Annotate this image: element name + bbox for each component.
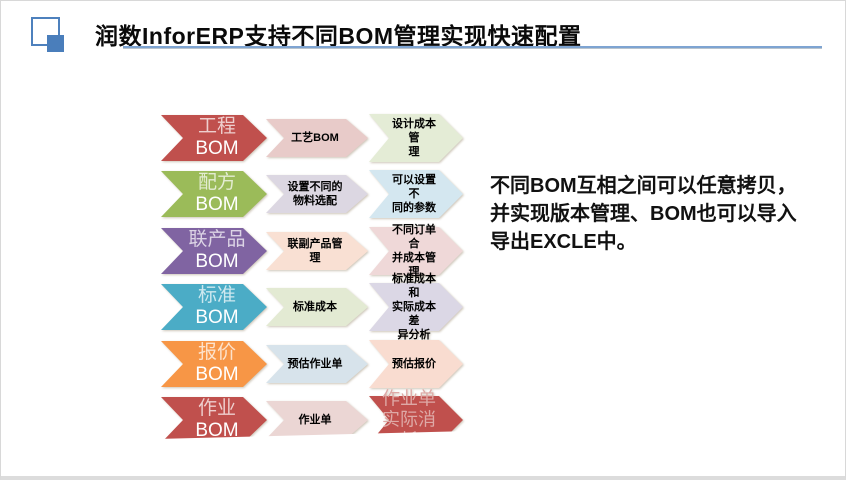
bom-row-job: 作业 BOM 作业单 作业单 实际消 耗 (156, 394, 471, 446)
step-label: 作业单 (298, 414, 332, 426)
note-text: 不同BOM互相之间可以任意拷贝， 并实现版本管理、BOM也可以导入 导出EXCL… (490, 175, 797, 253)
bom-type-label: 工程 (197, 116, 236, 137)
chevron-formula-bom: 配方 BOM (161, 171, 267, 217)
chevron-label: 报价 BOM (161, 341, 267, 387)
bom-row-standard: 标准 BOM 标准成本 标准成本和 实际成本差 异分析 (156, 281, 471, 333)
title-underline (123, 46, 822, 49)
bom-process-diagram: 工程 BOM 工艺BOM 设计成本管 理 配方 BOM (156, 109, 471, 439)
chevron-job-bom: 作业 BOM (161, 397, 267, 443)
chevron-joint-product-bom: 联产品 BOM (161, 228, 267, 274)
step-label: 设计成本管 理 (392, 118, 436, 158)
bom-type-label: 配方 (197, 172, 236, 193)
step-label: 标准成本和 实际成本差 异分析 (392, 273, 436, 341)
step-label: 作业单 实际消 耗 (382, 388, 436, 451)
chevron-step-2: 联副产品管 理 (266, 232, 368, 270)
chevron-quote-bom: 报价 BOM (161, 341, 267, 387)
step-label: 不同订单合 并成本管理 (392, 224, 436, 278)
chevron-label: 联产品 BOM (161, 228, 267, 274)
underline-blue (123, 46, 822, 48)
bom-suffix-label: BOM (195, 194, 239, 215)
bom-suffix-label: BOM (195, 307, 239, 328)
bom-type-label: 联产品 (188, 229, 246, 250)
step-label: 联副产品管 理 (287, 238, 343, 264)
bom-suffix-label: BOM (195, 420, 239, 441)
title-squares-icon (31, 17, 67, 55)
slide-title: 润数InforERP支持不同BOM管理实现快速配置 (95, 23, 582, 49)
bom-row-joint-product: 联产品 BOM 联副产品管 理 不同订单合 并成本管理 (156, 225, 471, 277)
chevron-label: 工程 BOM (161, 115, 267, 161)
chevron-step-2: 预估作业单 (266, 345, 368, 383)
chevron-standard-bom: 标准 BOM (161, 284, 267, 330)
chevron-label: 作业 BOM (161, 397, 267, 443)
chevron-label: 标准 BOM (161, 284, 267, 330)
chevron-label: 配方 BOM (161, 171, 267, 217)
square-outline-icon (31, 17, 60, 46)
chevron-step-3: 标准成本和 实际成本差 异分析 (369, 283, 463, 331)
bom-suffix-label: BOM (195, 138, 239, 159)
step-label: 设置不同的 物料选配 (287, 181, 343, 207)
chevron-step-2: 设置不同的 物料选配 (266, 175, 368, 213)
chevron-step-2: 工艺BOM (266, 119, 368, 157)
chevron-step-3: 设计成本管 理 (369, 114, 463, 162)
chevron-engineering-bom: 工程 BOM (161, 115, 267, 161)
bom-type-label: 报价 (197, 342, 236, 363)
step-label: 预估作业单 (287, 358, 343, 370)
bom-row-engineering: 工程 BOM 工艺BOM 设计成本管 理 (156, 112, 471, 164)
chevron-step-3: 预估报价 (369, 340, 463, 388)
chevron-step-3: 不同订单合 并成本管理 (369, 227, 463, 275)
step-label: 工艺BOM (291, 132, 339, 144)
bom-type-label: 标准 (197, 285, 236, 306)
step-label: 标准成本 (293, 301, 337, 313)
bom-type-label: 作业 (197, 398, 236, 419)
bom-suffix-label: BOM (195, 364, 239, 385)
bom-suffix-label: BOM (195, 251, 239, 272)
underline-grey (123, 48, 822, 49)
chevron-step-2: 标准成本 (266, 288, 368, 326)
square-fill-icon (47, 35, 64, 52)
chevron-step-3: 可以设置不 同的参数 (369, 170, 463, 218)
step-label: 预估报价 (392, 358, 436, 370)
chevron-step-3: 作业单 实际消 耗 (369, 396, 463, 444)
bom-row-quote: 报价 BOM 预估作业单 预估报价 (156, 338, 471, 390)
step-label: 可以设置不 同的参数 (392, 174, 436, 214)
bom-row-formula: 配方 BOM 设置不同的 物料选配 可以设置不 同的参数 (156, 168, 471, 220)
chevron-step-2: 作业单 (266, 401, 368, 439)
